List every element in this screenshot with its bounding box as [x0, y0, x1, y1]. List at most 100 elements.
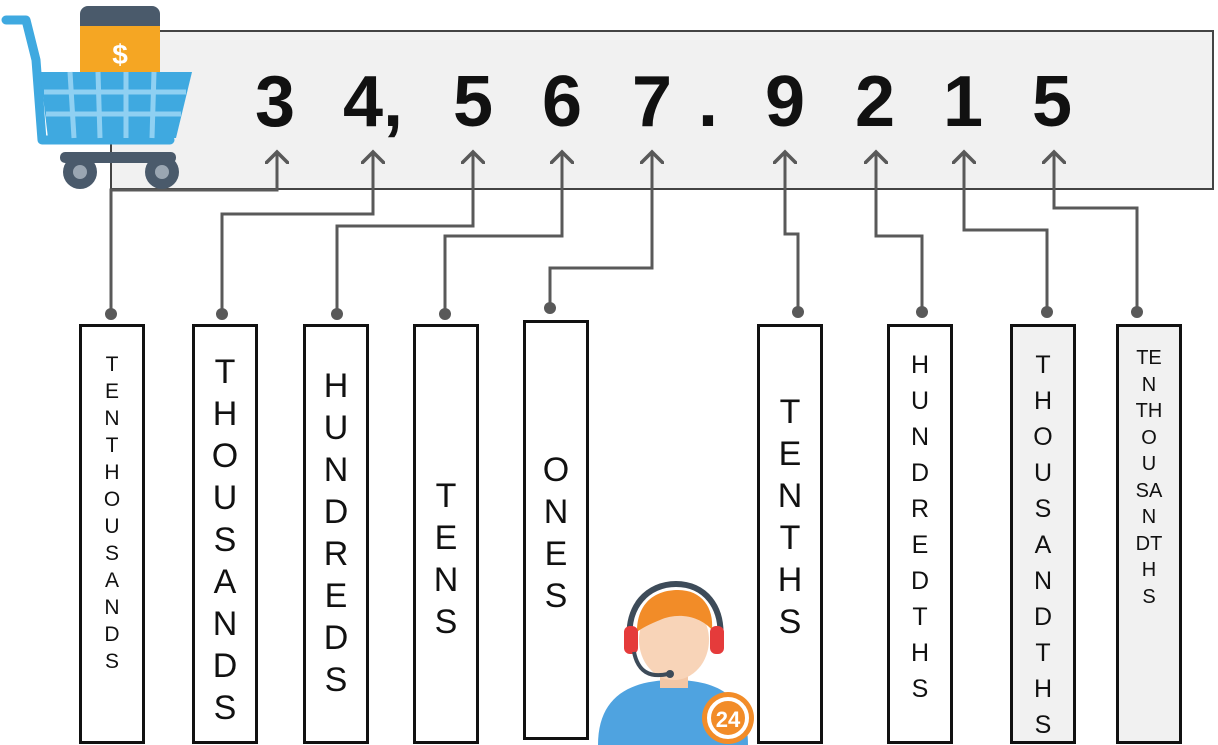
- place-label-letter: E: [911, 531, 929, 559]
- place-label-letter: U: [910, 387, 930, 415]
- place-label-letter: N: [910, 423, 930, 451]
- place-label-letter: T: [779, 519, 801, 557]
- place-label-letter: S: [1034, 711, 1052, 739]
- place-label-letter: S: [213, 521, 237, 559]
- place-label-letter: N: [433, 561, 459, 599]
- place-label-letter: N: [323, 451, 349, 489]
- place-label-letter: T: [1035, 351, 1051, 379]
- place-label-letter: SA: [1135, 479, 1163, 502]
- place-label-letter: N: [1141, 506, 1157, 528]
- place-label-letter: E: [778, 435, 802, 473]
- place-label-letter: H: [1033, 675, 1053, 703]
- place-label-letter: U: [323, 409, 349, 447]
- place-label-letter: E: [434, 519, 458, 557]
- place-label-letter: S: [213, 689, 237, 727]
- place-label-letter: D: [323, 619, 349, 657]
- place-label-letter: H: [323, 367, 349, 405]
- place-label-letter: O: [103, 488, 121, 511]
- place-label-letter: U: [104, 515, 120, 538]
- place-label-letter: D: [1033, 603, 1053, 631]
- place-label-letter: D: [323, 493, 349, 531]
- place-label-letter: S: [544, 577, 568, 615]
- place-label-letter: H: [910, 351, 930, 379]
- place-label-letter: A: [104, 569, 119, 592]
- place-label-letter: E: [324, 577, 348, 615]
- place-label-letter: TE: [1136, 347, 1162, 369]
- place-label-letter: S: [434, 603, 458, 641]
- place-label-letter: O: [211, 437, 239, 475]
- place-label-letter: T: [912, 603, 928, 631]
- place-label-letter: O: [542, 451, 570, 489]
- place-label-letter: D: [104, 623, 120, 646]
- place-label-letter: N: [1033, 567, 1053, 595]
- place-label-letter: T: [435, 477, 457, 515]
- place-label-letter: H: [777, 561, 803, 599]
- place-label-letter: E: [544, 535, 568, 573]
- digit-4-thousands: 4,: [342, 62, 404, 142]
- place-label-letter: T: [105, 353, 119, 376]
- digit-7-ones: 7: [631, 62, 673, 142]
- connector-dot: [105, 308, 117, 320]
- support-agent-24-icon: 24: [598, 580, 754, 745]
- place-label-letter: H: [910, 639, 930, 667]
- svg-text:$: $: [112, 39, 128, 70]
- connector-dot: [216, 308, 228, 320]
- place-label-letter: O: [1141, 426, 1157, 449]
- place-label-letter: S: [1142, 585, 1156, 608]
- place-label-letter: D: [910, 567, 930, 595]
- digit-5-ten-thousandths: 5: [1031, 62, 1073, 142]
- place-label-letter: H: [1033, 387, 1053, 415]
- place-label-letter: S: [324, 661, 348, 699]
- place-label-letter: D: [910, 459, 930, 487]
- shopping-cart-icon: $: [1, 6, 192, 189]
- place-label-letter: T: [105, 434, 119, 457]
- place-label-letter: N: [104, 596, 120, 619]
- digit-6-tens: 6: [541, 62, 583, 142]
- digit-5-hundreds: 5: [452, 62, 494, 142]
- place-label-letter: N: [212, 605, 238, 643]
- digit-9-tenths: 9: [764, 62, 806, 142]
- place-label-letter: T: [1035, 639, 1051, 667]
- connector-dot: [1041, 306, 1053, 318]
- digit-1-thousandths: 1: [942, 62, 984, 142]
- place-label-letter: N: [104, 407, 120, 430]
- connector-dot: [439, 308, 451, 320]
- connector-dot: [792, 306, 804, 318]
- connector-dot: [916, 306, 928, 318]
- connector-dot: [544, 302, 556, 314]
- place-label-letter: S: [104, 650, 119, 673]
- place-label-letter: S: [104, 542, 119, 565]
- digit-3-ten-thousands: 3: [254, 62, 296, 142]
- place-label-letter: U: [212, 479, 238, 517]
- place-label-letter: E: [104, 380, 119, 403]
- place-label-letter: D: [212, 647, 238, 685]
- place-label-letter: N: [777, 477, 803, 515]
- connector-dot: [1131, 306, 1143, 318]
- place-label-letter: H: [1141, 559, 1157, 581]
- place-label-letter: A: [213, 563, 237, 601]
- place-label-letter: U: [1033, 459, 1053, 487]
- place-label-letter: N: [1141, 373, 1157, 396]
- place-label-letter: S: [778, 603, 802, 641]
- place-label-letter: TH: [1135, 400, 1163, 422]
- place-label-letter: T: [779, 393, 801, 431]
- place-label-letter: H: [104, 461, 120, 484]
- connector-dot: [331, 308, 343, 320]
- place-label-letter: S: [1034, 495, 1052, 523]
- place-label-letter: N: [543, 493, 569, 531]
- place-label-letter: T: [214, 353, 236, 391]
- place-label-letter: S: [911, 675, 929, 703]
- place-label-letter: R: [323, 535, 349, 573]
- place-label-letter: H: [212, 395, 238, 433]
- place-label-letter: R: [910, 495, 930, 523]
- decimal-point: .: [697, 62, 718, 142]
- place-label-letter: A: [1034, 531, 1052, 559]
